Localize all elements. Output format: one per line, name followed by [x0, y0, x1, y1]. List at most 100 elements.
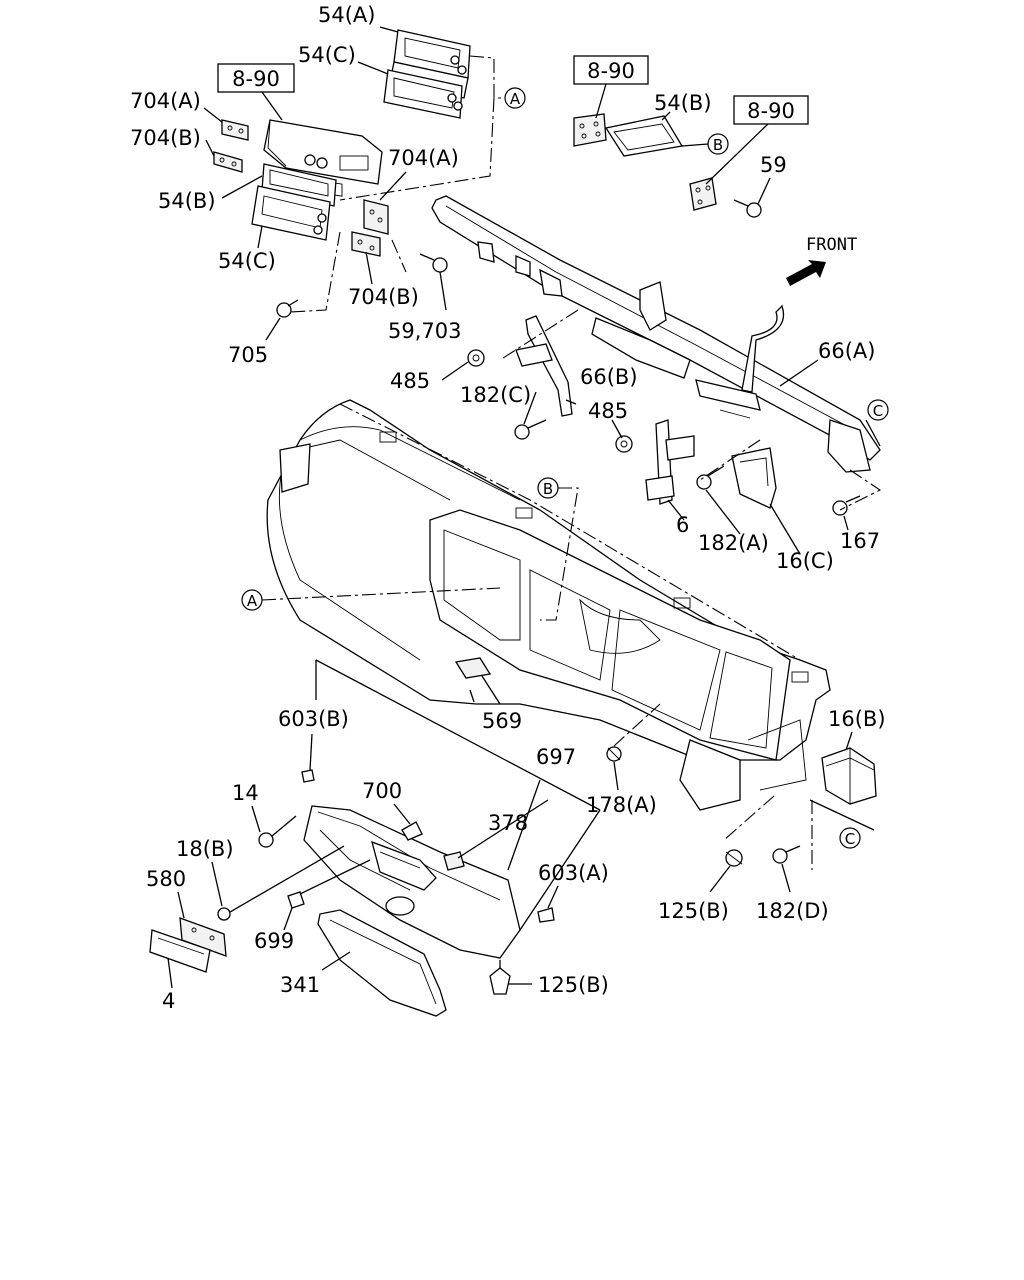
label-704a-left: 704(A): [130, 89, 201, 113]
bracket-704a-mid: [363, 199, 389, 235]
label-54b-left: 54(B): [158, 189, 216, 213]
label-59: 59: [760, 153, 787, 177]
circled-ref-b-top: B: [707, 133, 729, 155]
cover-16c: [731, 447, 777, 509]
screw-14: [258, 815, 297, 848]
label-125b-right: 125(B): [658, 899, 729, 923]
nut-485-a: [467, 349, 485, 367]
label-18b: 18(B): [176, 837, 234, 861]
label-4: 4: [162, 989, 175, 1013]
sticker-378: [443, 851, 465, 871]
circled-ref-c-top: C: [867, 399, 889, 421]
bracket-704a-left: [221, 119, 249, 141]
clip-700: [401, 821, 423, 841]
bolt-182c: [514, 419, 547, 440]
label-178a: 178(A): [586, 793, 657, 817]
label-697: 697: [536, 745, 576, 769]
bolt-182d: [772, 845, 801, 864]
label-54a: 54(A): [318, 3, 375, 27]
circled-ref-a-panel: A: [241, 589, 263, 611]
lid-4: [149, 929, 211, 973]
circled-ref-c-bottom: C: [839, 827, 861, 849]
svg-text:8-90: 8-90: [747, 99, 795, 123]
label-182a: 182(A): [698, 531, 769, 555]
label-182d: 182(D): [756, 899, 829, 923]
clip-178a: [606, 746, 622, 762]
bracket-580: [179, 917, 227, 957]
pocket-54b-right-part: [604, 115, 684, 157]
svg-text:C: C: [845, 830, 855, 848]
screw-18b: [217, 907, 231, 921]
svg-text:8-90: 8-90: [232, 67, 280, 91]
svg-text:C: C: [873, 402, 883, 420]
svg-text:B: B: [713, 136, 723, 154]
pocket-54c-top-part: [383, 69, 463, 119]
clip-699: [287, 891, 305, 909]
bracket-16b: [821, 747, 877, 805]
clip-569: [454, 657, 492, 679]
label-485-a: 485: [390, 369, 430, 393]
svg-text:A: A: [247, 592, 258, 610]
label-16b: 16(B): [828, 707, 886, 731]
label-16c: 16(C): [776, 549, 834, 573]
label-603b: 603(B): [278, 707, 349, 731]
instrument-panel: [266, 399, 831, 811]
clip-603a: [537, 907, 555, 923]
pocket-54c-left-part: [251, 185, 331, 241]
bracket-6: [645, 419, 695, 505]
glove-box-door-341: [317, 909, 447, 1017]
bolt-167: [832, 495, 861, 516]
label-700: 700: [362, 779, 402, 803]
label-14: 14: [232, 781, 259, 805]
front-label: FRONT: [806, 235, 857, 255]
label-6: 6: [676, 513, 689, 537]
label-704a-mid: 704(A): [388, 146, 459, 170]
label-378: 378: [488, 811, 528, 835]
label-569: 569: [482, 709, 522, 733]
radio-unit-part: [263, 119, 383, 197]
label-66a: 66(A): [818, 339, 875, 363]
label-182c: 182(C): [460, 383, 531, 407]
label-485-b: 485: [588, 399, 628, 423]
cross-member-beam: [431, 195, 881, 473]
label-54b-right: 54(B): [654, 91, 712, 115]
clip-125b-bottom: [489, 967, 511, 995]
svg-text:8-90: 8-90: [587, 59, 635, 83]
bracket-66b: [515, 315, 573, 417]
section-ref-box-right: 8-90: [733, 95, 809, 125]
clip-125b-right: [725, 849, 743, 867]
bracket-8-90-right-small: [573, 113, 607, 147]
svg-text:A: A: [510, 90, 521, 108]
bracket-704b-mid: [351, 231, 381, 257]
section-ref-box-top-right: 8-90: [573, 55, 649, 85]
label-704b-mid: 704(B): [348, 285, 419, 309]
label-59-703: 59,703: [388, 319, 461, 343]
label-705: 705: [228, 343, 268, 367]
circled-ref-a-top: A: [504, 87, 526, 109]
label-704b-left: 704(B): [130, 126, 201, 150]
pocket-54b-left-part: [261, 163, 337, 207]
label-699: 699: [254, 929, 294, 953]
label-54c-left: 54(C): [218, 249, 276, 273]
circled-ref-b-panel: B: [537, 477, 559, 499]
bracket-8-90-right-large: [689, 177, 717, 211]
screw-59-right: [733, 199, 762, 218]
label-125b-bottom: 125(B): [538, 973, 609, 997]
label-66b: 66(B): [580, 365, 638, 389]
label-580: 580: [146, 867, 186, 891]
label-603a: 603(A): [538, 861, 609, 885]
label-341: 341: [280, 973, 320, 997]
label-54c-top: 54(C): [298, 43, 356, 67]
screw-705: [276, 299, 299, 318]
svg-text:B: B: [543, 480, 553, 498]
glove-box-frame-697: [303, 805, 521, 959]
label-167: 167: [840, 529, 880, 553]
section-ref-box-left: 8-90: [217, 63, 295, 93]
screw-59-703: [419, 253, 448, 273]
bracket-704b-left: [213, 151, 243, 173]
clip-603b: [301, 769, 315, 783]
bolt-182a: [696, 465, 725, 490]
front-arrow-icon: [786, 260, 826, 286]
nut-485-b: [615, 435, 633, 453]
